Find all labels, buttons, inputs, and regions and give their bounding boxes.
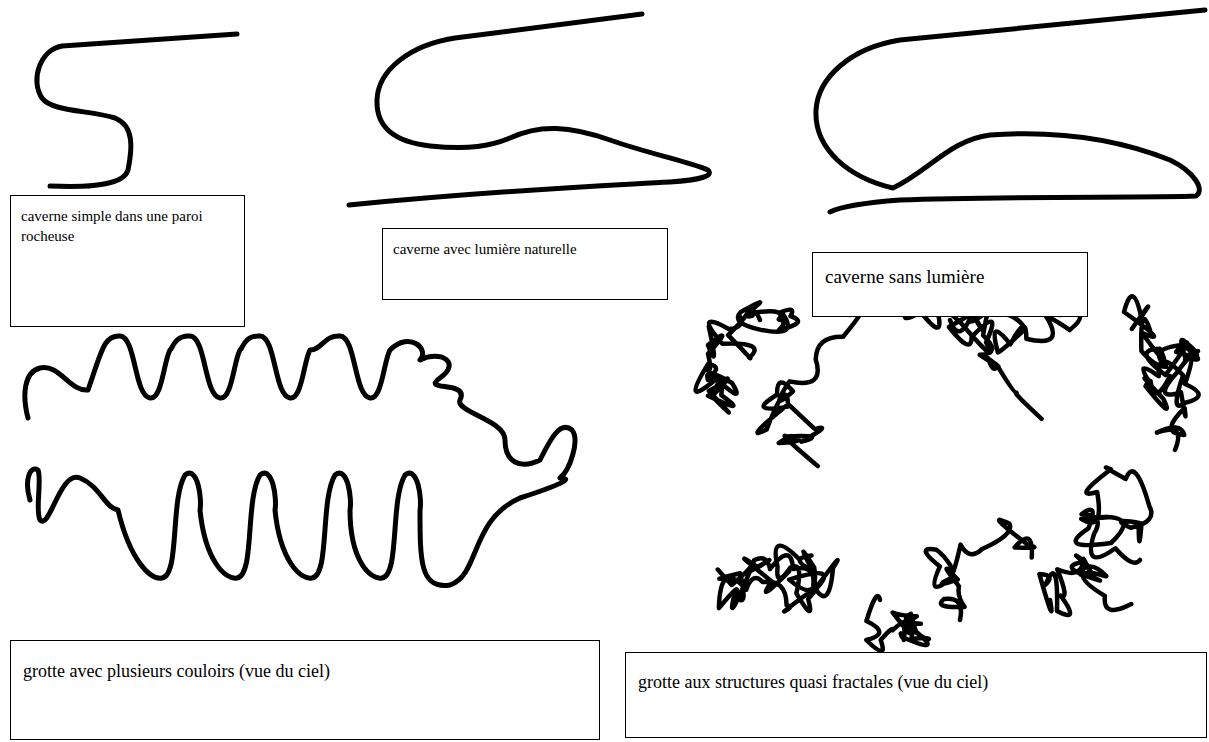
caption-box: grotte avec plusieurs couloirs (vue du c… bbox=[10, 640, 600, 740]
caption-box: caverne sans lumière bbox=[812, 252, 1088, 317]
caption-text: caverne sans lumière bbox=[825, 265, 1075, 289]
caption-box: caverne avec lumière naturelle bbox=[382, 228, 668, 300]
caption-text: caverne avec lumière naturelle bbox=[393, 239, 657, 259]
lit-cave-outline bbox=[349, 14, 709, 205]
fractal-cave-outline bbox=[696, 296, 1199, 651]
corridor-cave-outline bbox=[25, 336, 575, 586]
caption-text: grotte avec plusieurs couloirs (vue du c… bbox=[23, 653, 587, 689]
caption-box: grotte aux structures quasi fractales (v… bbox=[625, 652, 1207, 738]
caption-text: grotte aux structures quasi fractales (v… bbox=[638, 665, 1194, 699]
caption-text: caverne simple dans une paroi rocheuse bbox=[21, 206, 234, 246]
simple-cave-outline bbox=[37, 34, 237, 186]
caption-box: caverne simple dans une paroi rocheuse bbox=[10, 195, 245, 327]
dark-cave-outline bbox=[816, 10, 1205, 212]
